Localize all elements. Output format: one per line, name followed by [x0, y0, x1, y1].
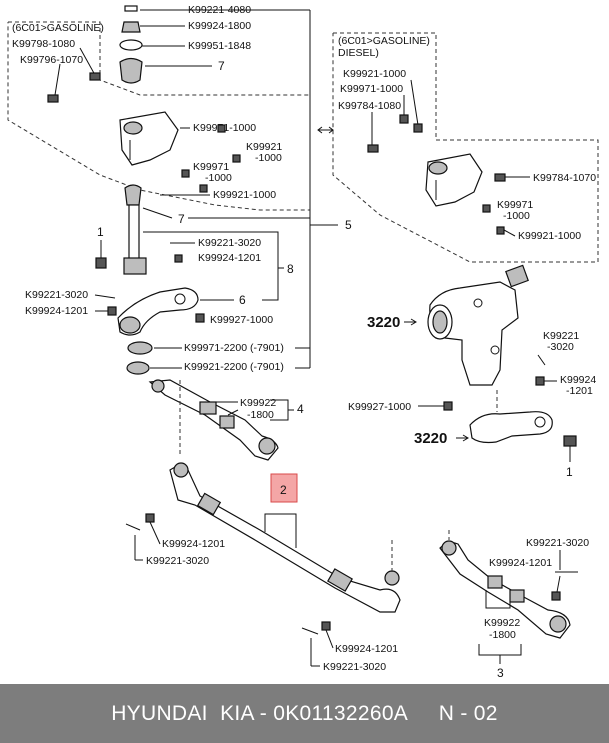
- label-k99971-left-2: K99971: [193, 161, 229, 173]
- footer-bar: HYUNDAI KIA - 0K01132260A N - 02: [0, 684, 609, 743]
- label-k99924-e2: -1201: [566, 385, 593, 397]
- label-k99921-1000-left-3: K99921-1000: [213, 189, 276, 201]
- label-k99221-3020-d: K99221-3020: [323, 661, 386, 673]
- label-k99221-e2: -3020: [547, 341, 574, 353]
- washer-top: [119, 39, 143, 51]
- callout-5: 5: [345, 218, 352, 232]
- label-k99922-a: K99922: [240, 397, 276, 409]
- callout-8: 8: [287, 262, 294, 276]
- label-k99784-1070: K99784-1070: [533, 172, 596, 184]
- parts-diagram: (6C01>GASOLINE) K99798-1080 K99796-1070 …: [7, 4, 599, 680]
- label-k99221-3020-f: K99221-3020: [526, 537, 589, 549]
- label-k99924-1201-f: K99924-1201: [489, 557, 552, 569]
- label-k99796-1070: K99796-1070: [20, 54, 83, 66]
- label-k99927-1000-a: K99927-1000: [210, 314, 273, 326]
- label-k99971-r2: K99971: [497, 199, 533, 211]
- label-k99951-1848: K99951-1848: [188, 40, 251, 52]
- callout-2-box: [270, 473, 298, 503]
- gasoline-note-right: (6C01>GASOLINE): [338, 35, 430, 47]
- footer-page: N - 02: [408, 701, 498, 725]
- castle-nut-top: [121, 21, 141, 33]
- label-k99922-a2: -1800: [247, 409, 274, 421]
- label-k99924-1201-b: K99924-1201: [25, 305, 88, 317]
- idler-pivot-stud: [124, 184, 142, 206]
- callout-7-mid: 7: [178, 212, 185, 226]
- diesel-note-right: DIESEL): [338, 47, 379, 59]
- callout-6: 6: [239, 293, 246, 307]
- label-k99921-1000-r: K99921-1000: [343, 68, 406, 80]
- part-3220-arm: 3220: [414, 430, 447, 447]
- label-k99221-3020-c: K99221-3020: [146, 555, 209, 567]
- right-group-dashed-box: [332, 32, 599, 263]
- label-k99921-left-2: -1000: [255, 152, 282, 164]
- label-k99921-1000-r3: K99921-1000: [518, 230, 581, 242]
- idler-bracket-left: [119, 111, 179, 166]
- callout-7-top: 7: [218, 59, 225, 73]
- label-k99798-1080: K99798-1080: [12, 38, 75, 50]
- label-k99971-r2b: -1000: [503, 210, 530, 222]
- nut-2200: [126, 361, 150, 375]
- part-3220-gear: 3220: [367, 314, 400, 331]
- label-k99971-left-2b: -1000: [205, 172, 232, 184]
- label-k99921-2200: K99921-2200 (-7901): [184, 361, 284, 373]
- footer-brand: HYUNDAI KIA -: [111, 701, 274, 725]
- left-group-dashed-box: [7, 21, 311, 211]
- label-k99922-b2: -1800: [489, 629, 516, 641]
- pitman-arm: [469, 411, 553, 444]
- label-k99221-3020-a: K99221-3020: [198, 237, 261, 249]
- label-k99784-1080: K99784-1080: [338, 100, 401, 112]
- callout-2: 2: [280, 483, 287, 497]
- label-k99922-b: K99922: [484, 617, 520, 629]
- label-k99927-1000-b: K99927-1000: [348, 401, 411, 413]
- label-k99221-3020-b: K99221-3020: [25, 289, 88, 301]
- gasoline-note-left: (6C01>GASOLINE): [12, 22, 104, 34]
- label-k99921-left: K99921: [246, 141, 282, 153]
- label-k99971-1000-r: K99971-1000: [340, 83, 403, 95]
- label-k99924-1800: K99924-1800: [188, 20, 251, 32]
- callout-1-left: 1: [97, 225, 104, 239]
- label-k99924-1201-c: K99924-1201: [162, 538, 225, 550]
- label-k99924-1201-d: K99924-1201: [335, 643, 398, 655]
- bushing-2200: [127, 341, 153, 355]
- callout-4: 4: [297, 402, 304, 416]
- label-k99971-2200: K99971-2200 (-7901): [184, 342, 284, 354]
- bushing-top: [119, 57, 143, 84]
- pivot-shaft: [128, 204, 140, 261]
- label-k99924-e: K99924: [560, 374, 596, 386]
- label-k99221-e: K99221: [543, 330, 579, 342]
- callout-1-right: 1: [566, 465, 573, 479]
- callout-3: 3: [497, 666, 504, 680]
- label-k99924-1201-a: K99924-1201: [198, 252, 261, 264]
- idler-bracket-right: [425, 153, 483, 207]
- footer-part-number: 0K01132260A: [273, 701, 409, 725]
- cotter-pin-top: [124, 5, 138, 12]
